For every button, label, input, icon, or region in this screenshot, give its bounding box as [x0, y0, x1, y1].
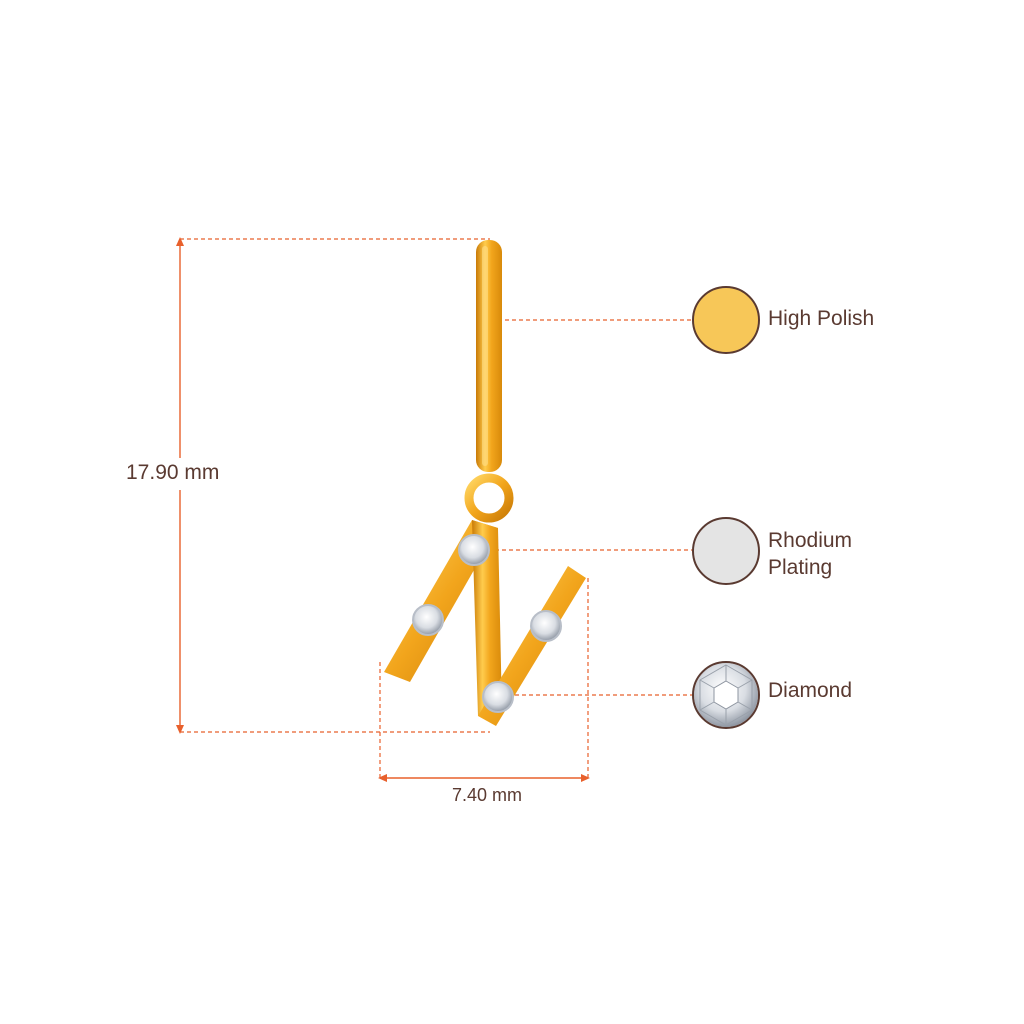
height-arrow-bottom	[176, 725, 184, 734]
stone	[482, 681, 514, 713]
high-polish-swatch	[692, 286, 760, 354]
dimension-arrows	[176, 237, 590, 782]
width-dimension-label: 7.40 mm	[452, 785, 523, 805]
rhodium-plating-label: Rhodium Plating	[768, 527, 852, 581]
stone	[458, 534, 490, 566]
diamond-swatch	[692, 661, 760, 729]
rhodium-label-line1: Rhodium	[768, 529, 853, 552]
rhodium-label-line2: Plating	[768, 556, 833, 579]
earring-image	[384, 240, 586, 726]
earring-bail	[464, 473, 514, 523]
earring-post	[476, 240, 502, 472]
width-arrow-left	[378, 774, 387, 782]
high-polish-label: High Polish	[768, 307, 875, 330]
stone	[530, 610, 562, 642]
dimension-lines	[180, 238, 692, 780]
rhodium-plating-swatch	[692, 517, 760, 585]
diamond-label: Diamond	[768, 679, 853, 702]
stone	[412, 604, 444, 636]
height-arrow-top	[176, 237, 184, 246]
width-arrow-right	[581, 774, 590, 782]
letter-bar-middle	[472, 520, 502, 716]
height-dimension-label: 17.90 mm	[126, 461, 220, 484]
diamond-stones	[412, 534, 562, 713]
